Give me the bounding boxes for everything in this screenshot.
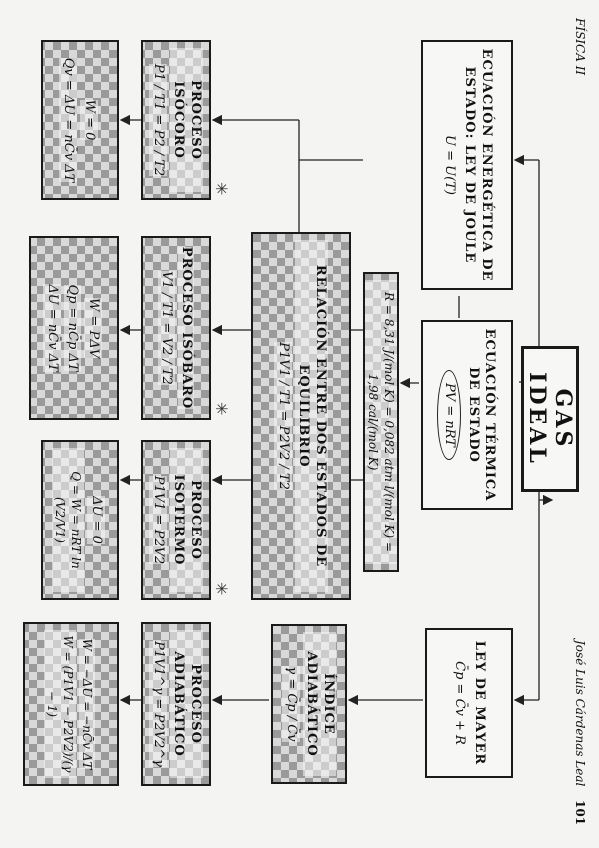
energy-title: ECUACIÓN ENERGÉTICA DE ESTADO: LEY DE JO… [462, 48, 494, 282]
mayer-title: LEY DE MAYER [472, 640, 488, 766]
relation-title: RELACIÓN ENTRE DOS ESTADOS DE EQUILIBRIO [295, 240, 328, 592]
isothermal-result-line-2: Q = W = nRT ln (V2/V1) [52, 448, 85, 592]
mayer-formula: C̄p = C̄v + R [452, 661, 468, 745]
relation-formula: P1V1 / T1 = P2V2 / T2 [274, 342, 293, 490]
isochoric-formula: P1 / T1 = P2 / T2 [149, 63, 168, 177]
isobaric-box: PROCESO ISÓBARO V1 / T1 = V2 / T2 [141, 236, 211, 420]
page-number: 101 [573, 800, 587, 826]
adiabatic-result-line-1: W = −ΔU = −nC̄v ΔT [79, 638, 96, 770]
isochoric-title: PROCESO ISÓCORO [170, 48, 203, 192]
isothermal-title: PROCESO ISOTERMO [170, 448, 203, 592]
isochoric-result-line-2: Qv = ΔU = nC̄v ΔT [59, 57, 77, 183]
adiabatic-index-formula: γ = C̄p / C̄v [282, 666, 301, 742]
isobaric-result-line-2: Qp = nC̄p ΔT [63, 284, 82, 372]
isothermal-result-box: ΔU = 0 Q = W = nRT ln (V2/V1) [41, 440, 119, 600]
adiabatic-result-box: W = −ΔU = −nC̄v ΔT W = (P1V1 − P2V2)/(γ … [23, 622, 119, 786]
thermal-title: ECUACIÓN TÉRMICA DE ESTADO [465, 328, 498, 502]
adiabatic-formula: P1V1^γ = P2V2^γ [149, 641, 168, 767]
adiabatic-index-title: ÍNDICE ADIABÁTICO [303, 632, 336, 776]
energy-formula: U = U(T) [442, 135, 458, 195]
asterisk-mark-isobaric: ✳ [212, 402, 231, 416]
adiabatic-box: PROCESO ADIABÁTICO P1V1^γ = P2V2^γ [141, 622, 211, 786]
header-left: FÍSICA II [573, 18, 587, 76]
isothermal-result-line-1: ΔU = 0 [87, 496, 105, 544]
rconst-formula: R = 8,31 J/(mol K) = 0,082 atm l/(mol K)… [364, 280, 398, 564]
energy-box: ECUACIÓN ENERGÉTICA DE ESTADO: LEY DE JO… [421, 40, 513, 290]
isothermal-formula: P1V1 = P2V2 [149, 475, 168, 565]
isochoric-box: PROCESO ISÓCORO P1 / T1 = P2 / T2 [141, 40, 211, 200]
adiabatic-index-box: ÍNDICE ADIABÁTICO γ = C̄p / C̄v [271, 624, 347, 784]
isothermal-box: PROCESO ISOTERMO P1V1 = P2V2 [141, 440, 211, 600]
isobaric-result-box: W = PΔV Qp = nC̄p ΔT ΔU = nC̄v ΔT [29, 236, 119, 420]
asterisk-mark-isothermal: ✳ [212, 582, 231, 596]
isochoric-result-box: W = 0 Qv = ΔU = nC̄v ΔT [41, 40, 119, 200]
isochoric-result-line-1: W = 0 [80, 99, 98, 141]
thermal-formula: PV = nRT [436, 370, 461, 460]
isobaric-result-line-1: W = PΔV [84, 297, 102, 359]
thermal-box: ECUACIÓN TÉRMICA DE ESTADO PV = nRT [421, 320, 513, 510]
mayer-box: LEY DE MAYER C̄p = C̄v + R [425, 628, 513, 778]
isobaric-result-line-3: ΔU = nC̄v ΔT [43, 284, 61, 372]
header-right: José Luis Cárdenas Leal [573, 640, 587, 787]
relation-box: RELACIÓN ENTRE DOS ESTADOS DE EQUILIBRIO… [251, 232, 351, 600]
hub-title: GAS IDEAL [524, 372, 576, 466]
hub-box: GAS IDEAL [521, 346, 579, 492]
asterisk-mark-isochoric: ✳ [212, 182, 231, 196]
adiabatic-result-line-2: W = (P1V1 − P2V2)/(γ − 1) [43, 630, 77, 778]
adiabatic-title: PROCESO ADIABÁTICO [170, 630, 203, 778]
isobaric-formula: V1 / T1 = V2 / T2 [157, 271, 176, 385]
isobaric-title: PROCESO ISÓBARO [178, 246, 195, 410]
rconst-box: R = 8,31 J/(mol K) = 0,082 atm l/(mol K)… [363, 272, 399, 572]
